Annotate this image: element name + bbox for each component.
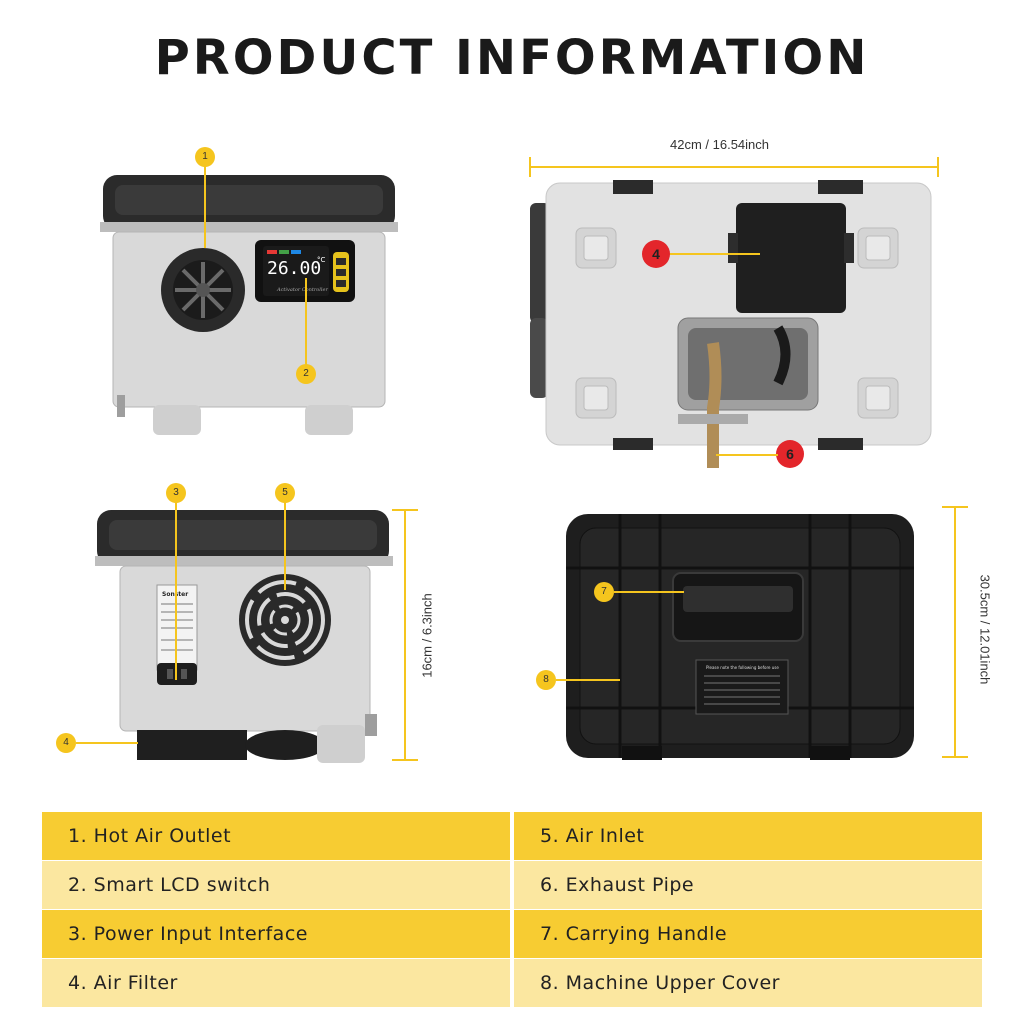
controller-unit: °C — [317, 256, 326, 264]
feature-row-8: 8. Machine Upper Cover — [514, 959, 982, 1007]
feature-row-4: 4. Air Filter — [42, 959, 510, 1007]
callout-2: 2 — [296, 364, 316, 384]
callout-4-filter: 4 — [56, 733, 76, 753]
callout-6: 6 — [776, 440, 804, 468]
feature-row-6: 6. Exhaust Pipe — [514, 861, 982, 909]
callout-4: 4 — [642, 240, 670, 268]
page-title: PRODUCT INFORMATION — [154, 30, 870, 86]
warning-label-title: Please note the following before use — [706, 665, 779, 670]
callout-5: 5 — [275, 483, 295, 503]
feature-row-3: 3. Power Input Interface — [42, 910, 510, 958]
callout-8: 8 — [536, 670, 556, 690]
feature-row-2: 2. Smart LCD switch — [42, 861, 510, 909]
feature-row-1: 1. Hot Air Outlet — [42, 812, 510, 860]
top-view-photo: Please note the following before use — [566, 514, 914, 760]
feature-table: 1. Hot Air Outlet 5. Air Inlet 2. Smart … — [42, 812, 982, 1007]
front-view-photo: 26.00 °C Activator Controller — [100, 165, 398, 435]
callout-1: 1 — [195, 147, 215, 167]
back-view-photo: Sonster — [95, 500, 393, 763]
feature-row-7: 7. Carrying Handle — [514, 910, 982, 958]
feature-row-5: 5. Air Inlet — [514, 812, 982, 860]
callout-7: 7 — [594, 582, 614, 602]
controller-brand: Activator Controller — [276, 287, 328, 293]
controller-temp: 26.00 — [267, 258, 321, 279]
width-dimension-line — [529, 157, 939, 177]
width-dimension: 42cm / 16.54inch — [670, 137, 770, 152]
callout-3: 3 — [166, 483, 186, 503]
